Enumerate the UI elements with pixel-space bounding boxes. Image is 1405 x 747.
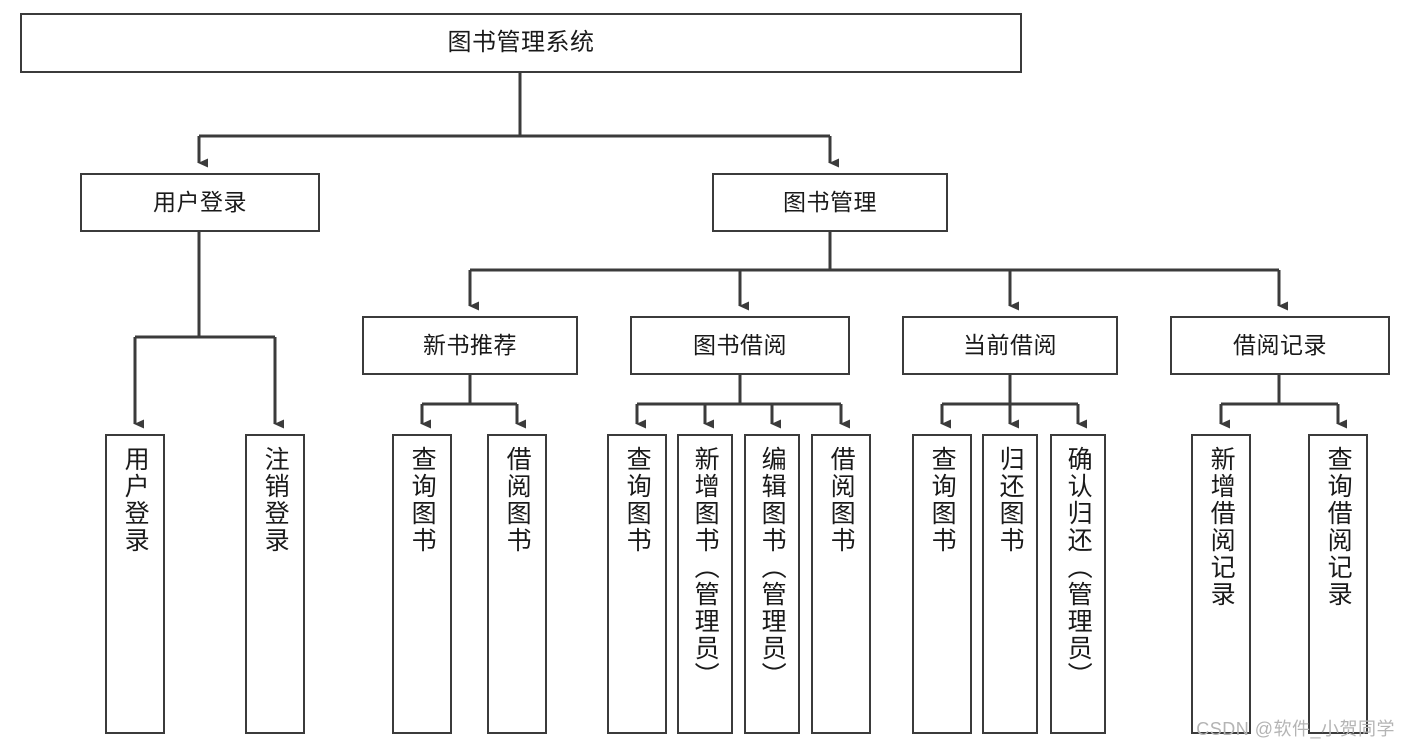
leaf-new-book-borrow[interactable]: 借阅图书: [487, 434, 547, 734]
leaf-current-return-book-label: 归还图书: [996, 446, 1025, 554]
leaf-borrow-add-book[interactable]: 新增图书（管理员）: [677, 434, 733, 734]
node-book-management[interactable]: 图书管理: [712, 173, 948, 232]
node-root-label: 图书管理系统: [447, 28, 595, 56]
leaf-current-query-book-label: 查询图书: [928, 446, 957, 554]
leaf-user-login-login[interactable]: 用户登录: [105, 434, 165, 734]
csdn-watermark: CSDN @软件_小贺同学: [1196, 719, 1395, 739]
leaf-user-login-logout-label: 注销登录: [261, 446, 290, 554]
leaf-record-add-label: 新增借阅记录: [1207, 446, 1236, 608]
leaf-borrow-edit-book[interactable]: 编辑图书（管理员）: [744, 434, 800, 734]
leaf-current-confirm-return[interactable]: 确认归还（管理员）: [1050, 434, 1106, 734]
node-book-borrow[interactable]: 图书借阅: [630, 316, 850, 375]
leaf-record-add[interactable]: 新增借阅记录: [1191, 434, 1251, 734]
node-root[interactable]: 图书管理系统: [20, 13, 1022, 73]
node-new-book-recommend[interactable]: 新书推荐: [362, 316, 578, 375]
leaf-borrow-query-book[interactable]: 查询图书: [607, 434, 667, 734]
node-user-login[interactable]: 用户登录: [80, 173, 320, 232]
leaf-record-query-label: 查询借阅记录: [1324, 446, 1353, 608]
node-new-book-recommend-label: 新书推荐: [423, 331, 517, 358]
leaf-current-confirm-return-label: 确认归还（管理员）: [1064, 446, 1093, 689]
leaf-borrow-query-book-label: 查询图书: [623, 446, 652, 554]
leaf-borrow-edit-book-label: 编辑图书（管理员）: [758, 446, 787, 689]
leaf-new-book-borrow-label: 借阅图书: [503, 446, 532, 554]
leaf-borrow-borrow-book[interactable]: 借阅图书: [811, 434, 871, 734]
leaf-record-query[interactable]: 查询借阅记录: [1308, 434, 1368, 734]
leaf-user-login-login-label: 用户登录: [121, 446, 150, 554]
node-book-borrow-label: 图书借阅: [693, 331, 787, 358]
leaf-current-query-book[interactable]: 查询图书: [912, 434, 972, 734]
leaf-new-book-query-label: 查询图书: [408, 446, 437, 554]
node-borrow-record[interactable]: 借阅记录: [1170, 316, 1390, 375]
leaf-borrow-borrow-book-label: 借阅图书: [827, 446, 856, 554]
leaf-current-return-book[interactable]: 归还图书: [982, 434, 1038, 734]
node-current-borrow-label: 当前借阅: [963, 331, 1057, 358]
node-book-management-label: 图书管理: [783, 188, 877, 215]
node-current-borrow[interactable]: 当前借阅: [902, 316, 1118, 375]
leaf-borrow-add-book-label: 新增图书（管理员）: [691, 446, 720, 689]
node-borrow-record-label: 借阅记录: [1233, 331, 1327, 358]
node-user-login-label: 用户登录: [153, 188, 247, 215]
leaf-user-login-logout[interactable]: 注销登录: [245, 434, 305, 734]
leaf-new-book-query[interactable]: 查询图书: [392, 434, 452, 734]
